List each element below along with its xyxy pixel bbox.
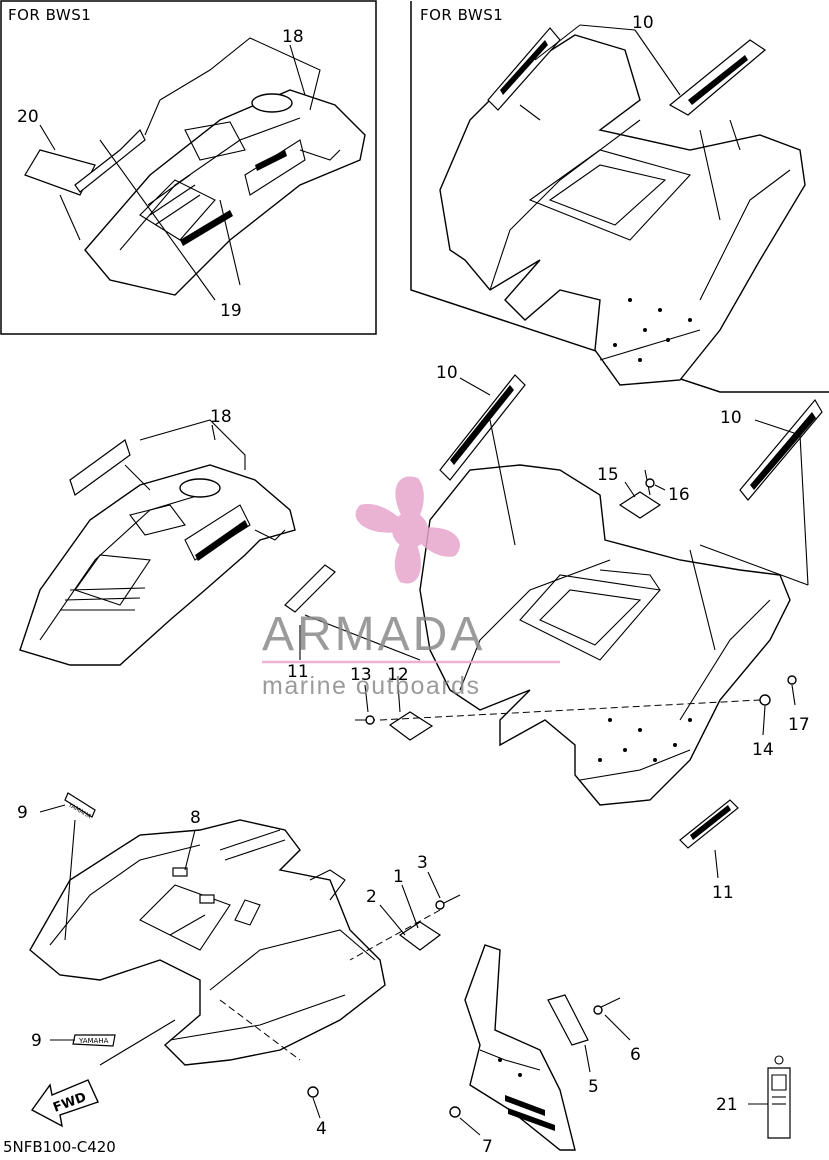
callout-8: 8 [190, 808, 201, 828]
callout-10-main-b: 10 [720, 408, 742, 428]
callout-9-upper: 9 [17, 803, 28, 823]
front-fender-lower [29, 819, 386, 1066]
inset-left-label: FOR BWS1 [8, 6, 91, 24]
leader-lines-right-inset [519, 24, 741, 221]
plate-1-2 [379, 884, 442, 951]
leader-lines-main-rear [299, 377, 809, 879]
decal-10-main-b [739, 398, 823, 501]
decal-18-main [69, 419, 246, 496]
nut-14 [759, 694, 771, 736]
mud-flap [464, 944, 576, 1151]
callout-17: 17 [788, 715, 810, 735]
decal-11-upper [284, 564, 336, 613]
bolt-16 [644, 469, 666, 496]
plate-5 [547, 994, 591, 1073]
callout-7: 7 [482, 1137, 493, 1155]
callout-12: 12 [387, 665, 409, 685]
callout-18-inset: 18 [282, 27, 304, 47]
inset-frame-left [0, 0, 377, 335]
watermark-logo: ARMADA marine outboards [262, 476, 560, 700]
callout-1: 1 [393, 867, 404, 887]
callout-9-lower: 9 [31, 1031, 42, 1051]
callout-19: 19 [220, 301, 242, 321]
inset-right-label: FOR BWS1 [420, 6, 503, 24]
bolt-13 [355, 684, 761, 725]
decal-10-main-a [439, 374, 526, 481]
rear-fender-bws1 [439, 34, 806, 386]
callout-13: 13 [350, 665, 372, 685]
callout-15: 15 [597, 465, 619, 485]
plate-15 [618, 481, 662, 519]
watermark-tagline: marine outboards [262, 672, 481, 700]
nut-7 [449, 1106, 481, 1136]
front-fender-bws1 [84, 89, 366, 296]
plate-12 [388, 684, 434, 741]
callout-14: 14 [752, 740, 774, 760]
callout-3: 3 [417, 853, 428, 873]
callout-11-lower: 11 [712, 883, 734, 903]
decal-18-inset [74, 37, 321, 193]
nut-17 [787, 675, 797, 706]
callout-11-upper: 11 [287, 662, 309, 682]
decal-9-upper: YAMAHA [39, 792, 96, 941]
leader-8 [184, 829, 196, 871]
decal-10-inset-b [668, 39, 766, 116]
callout-20: 20 [17, 107, 39, 127]
callout-6: 6 [630, 1045, 641, 1065]
decal-9-lower: YAMAHA [50, 1019, 176, 1066]
bolt-6 [593, 997, 631, 1041]
rear-fender-main [419, 464, 791, 806]
fwd-arrow: FWD [30, 1079, 99, 1128]
leader-4-dash [219, 999, 301, 1061]
label-tag-21 [748, 1055, 791, 1139]
bolt-3 [349, 871, 461, 961]
callout-5: 5 [588, 1077, 599, 1097]
inset-frame-right [410, 1, 829, 393]
callout-10-main-a: 10 [436, 363, 458, 383]
leader-lines-left-inset [39, 44, 306, 301]
propeller-icon [355, 476, 460, 584]
watermark-brand: ARMADA [262, 608, 485, 661]
front-fender-main [19, 464, 296, 666]
callout-21: 21 [716, 1095, 738, 1115]
nut-4 [307, 1086, 321, 1119]
drawing-code: 5NFB100-C420 [3, 1138, 116, 1155]
callout-2: 2 [366, 887, 377, 907]
callout-16: 16 [668, 485, 690, 505]
decal-9-lower-text: YAMAHA [78, 1037, 109, 1045]
callout-10-inset: 10 [632, 13, 654, 33]
decal-11-lower [679, 799, 739, 849]
callout-18-main: 18 [210, 407, 232, 427]
callout-4: 4 [316, 1119, 327, 1139]
